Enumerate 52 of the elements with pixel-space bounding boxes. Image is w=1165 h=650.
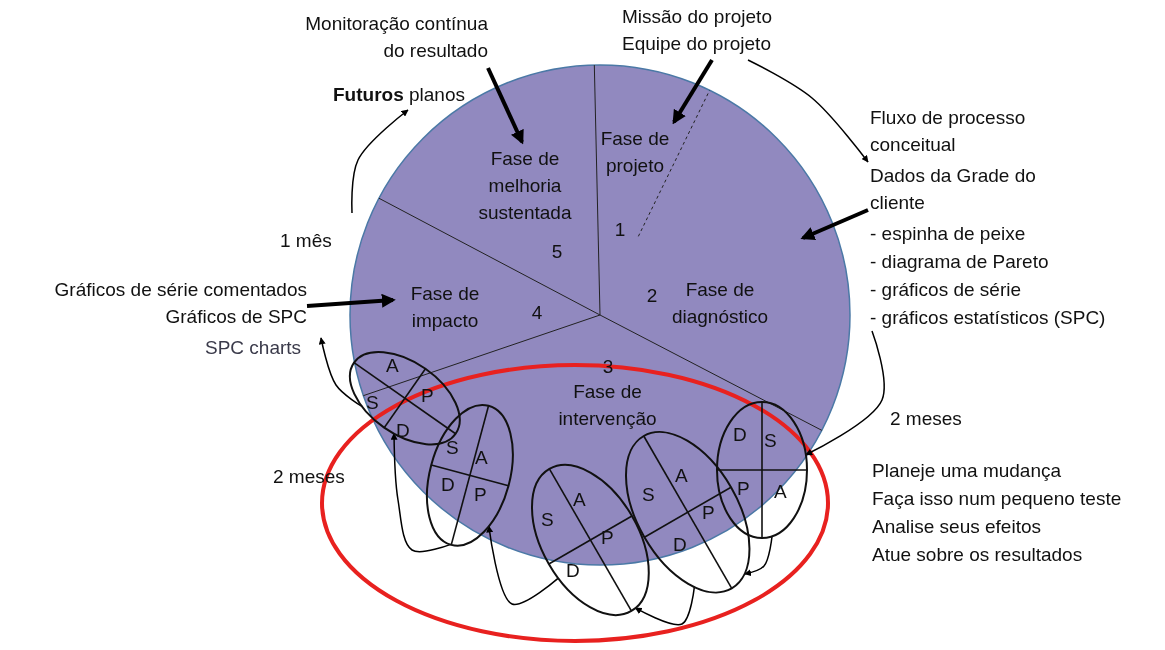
annotation-text: Futuros planos xyxy=(333,83,466,107)
phase-number: 2 xyxy=(645,284,659,308)
annotation-text: Fluxo de processo conceitual xyxy=(870,106,1027,157)
annotation-text: Missão do projeto Equipe do projeto xyxy=(622,5,773,56)
thick-arrow xyxy=(672,58,714,125)
annotation-text: - espinha de peixe xyxy=(870,222,1027,246)
annotation-text: Dados da Grade do cliente xyxy=(870,164,1037,215)
annotation-text: - gráficos de série xyxy=(870,278,1022,302)
annotation-text: 2 meses xyxy=(890,407,962,431)
cycle-letter: D xyxy=(673,534,687,556)
cycle-letter: S xyxy=(642,484,655,506)
curved-arrow xyxy=(351,109,409,214)
phase-label: Fase de impacto xyxy=(409,282,481,333)
phase-number: 4 xyxy=(530,301,544,325)
annotation-text: SPC charts xyxy=(205,336,303,360)
curved-arrow xyxy=(390,432,452,553)
annotation-text: - diagrama de Pareto xyxy=(870,250,1050,274)
curved-arrow xyxy=(486,525,559,606)
curved-arrow xyxy=(634,585,696,626)
annotation-text: Analise seus efeitos xyxy=(872,515,1041,539)
phase-number: 1 xyxy=(613,218,627,242)
cycle-letter: S xyxy=(446,437,459,459)
annotation-text: Monitoração contínua do resultado xyxy=(304,12,488,63)
cycle-letter: P xyxy=(702,502,715,524)
curved-arrow xyxy=(744,535,773,577)
thick-arrow xyxy=(486,67,524,145)
cycle-letter: S xyxy=(764,430,777,452)
cycle-letter: D xyxy=(566,560,580,582)
thick-arrow xyxy=(306,293,396,308)
cycle-letter: P xyxy=(737,478,750,500)
annotation-text: Gráficos de série comentados Gráficos de SPC xyxy=(53,278,307,329)
cycle-letter: A xyxy=(675,465,688,487)
annotation-text: Faça isso num pequeno teste xyxy=(872,487,1122,511)
curved-arrow xyxy=(747,59,869,163)
phase-number: 5 xyxy=(550,240,564,264)
cycle-letter: P xyxy=(474,484,487,506)
annotation-text: - gráficos estatísticos (SPC) xyxy=(870,306,1107,330)
annotation-text: 1 mês xyxy=(280,229,332,253)
phase-label: Fase de projeto xyxy=(599,127,671,178)
thick-arrow xyxy=(800,208,869,240)
cycle-letter: S xyxy=(541,509,554,531)
phase-label: Fase de melhoria sustentada xyxy=(477,147,573,225)
cycle-letter: A xyxy=(386,355,399,377)
cycle-letter: D xyxy=(441,474,455,496)
phase-label: Fase de diagnóstico xyxy=(670,278,770,329)
annotation-text: Planeje uma mudança xyxy=(872,459,1062,483)
phase-label: Fase de intervenção xyxy=(557,380,658,431)
cycle-letter: A xyxy=(475,447,488,469)
cycle-letter: A xyxy=(573,489,586,511)
annotation-text: Atue sobre os resultados xyxy=(872,543,1083,567)
cycle-letter: S xyxy=(366,392,379,414)
cycle-letter: D xyxy=(733,424,747,446)
